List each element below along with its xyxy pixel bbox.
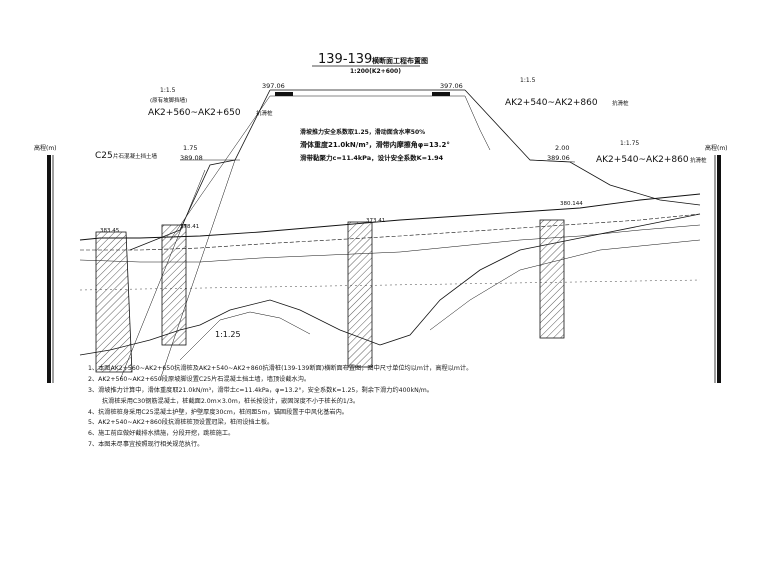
anti-slide-pile-3 — [539, 219, 565, 339]
pile4-top-elevation: 380.144 — [560, 201, 583, 207]
note-line-5: 4、抗滑桩桩身采用C25混凝土护壁，护壁厚度30cm，桩间距5m，锚固段置于中风… — [88, 408, 348, 416]
left-bench-elevation: 389.08 — [180, 154, 203, 162]
note-line-7: 6、施工前应做好截排水措施，分段开挖，跳桩施工。 — [88, 430, 235, 438]
right-bench-width: 2.00 — [555, 144, 569, 152]
note-line-1: 1、本图AK2+560~AK2+650抗滑桩及AK2+540~AK2+860抗滑… — [88, 365, 473, 372]
pile3-top-elevation: 373.41 — [366, 218, 385, 224]
left-axis-label: 高程(m) — [34, 144, 57, 152]
right-ruler-bar — [717, 155, 721, 383]
pile1-top-elevation: 383.45 — [100, 228, 120, 234]
param-line-3: 滑带黏聚力c=11.4kPa，设计安全系数K=1.94 — [300, 153, 444, 162]
crest-platform — [270, 89, 465, 97]
retaining-wall-suffix: 片石混凝土挡土墙 — [113, 152, 158, 160]
right-slope-suffix: 抗滑桩 — [612, 99, 629, 107]
right-axis-label: 高程(m) — [705, 144, 728, 152]
right-slope-range: AK2+540~AK2+860 — [505, 98, 598, 108]
anti-slide-pile-1 — [161, 224, 187, 346]
left-crest-elevation: 397.06 — [262, 82, 285, 90]
bottom-slope-ratio: 1:1.25 — [215, 330, 241, 339]
drawing-title-suffix: 横断面工程布置图 — [372, 56, 428, 65]
retaining-wall — [95, 231, 133, 373]
left-slope-ratio: 1:1.5 — [160, 87, 176, 94]
drawing-scale: 1:200(K2+600) — [350, 68, 401, 75]
right-crest-elevation: 397.06 — [440, 82, 463, 90]
left-ruler-bar — [47, 155, 51, 383]
left-slope-note: (原有坡脚挡墙) — [150, 96, 187, 104]
retaining-wall-label: C25 — [95, 151, 113, 161]
drawing-title: 139-139 — [318, 52, 372, 67]
right-slope-range-2: AK2+540~AK2+860 — [596, 155, 689, 165]
note-line-4: 抗滑桩采用C30钢筋混凝土，桩截面2.0m×3.0m，桩长按设计，嵌固深度不小于… — [102, 397, 360, 405]
parameters-block: 滑坡推力安全系数取1.25，滑动面含水率50% 滑体重度21.0kN/m³，滑带… — [300, 128, 450, 162]
title-block: 139-139 横断面工程布置图 1:200(K2+600) — [312, 52, 428, 75]
right-elevation-ruler: 高程(m) — [705, 144, 728, 383]
note-line-3: 3、滑坡推力计算中，滑体重度取21.0kN/m³，滑带土c=11.4kPa，φ=… — [88, 386, 433, 394]
note-line-8: 7、本图未尽事宜按照现行相关规范执行。 — [88, 441, 204, 449]
left-slope-suffix: 抗滑桩 — [256, 109, 273, 117]
left-slope — [119, 89, 271, 381]
right-slope — [464, 89, 701, 206]
elevation-labels: 397.06 397.06 1.75 389.08 2.00 389.06 38… — [100, 82, 583, 234]
left-bench-width: 1.75 — [183, 144, 197, 152]
left-slope-range: AK2+560~AK2+650 — [148, 108, 241, 118]
left-elevation-ruler: 高程(m) — [34, 144, 57, 383]
slope-labels: 1:1.5 (原有坡脚挡墙) AK2+560~AK2+650 抗滑桩 1:1.5… — [95, 77, 707, 339]
pile2-top-elevation: 378.41 — [180, 224, 199, 230]
right-slope-suffix-2: 抗滑桩 — [690, 156, 707, 164]
note-line-6: 5、AK2+540~AK2+860段抗滑桩桩顶设置冠梁，桩间设挡土板。 — [88, 419, 274, 427]
param-line-2: 滑体重度21.0kN/m³，滑带内摩擦角φ=13.2° — [300, 140, 450, 149]
right-bench-elevation: 389.06 — [547, 154, 570, 162]
right-slope-ratio: 1:1.5 — [520, 77, 536, 84]
right-slope-ratio-2: 1:1.75 — [620, 140, 639, 147]
param-line-1: 滑坡推力安全系数取1.25，滑动面含水率50% — [300, 128, 425, 136]
anti-slide-pile-2 — [347, 221, 373, 368]
design-notes: 1、本图AK2+560~AK2+650抗滑桩及AK2+540~AK2+860抗滑… — [88, 364, 688, 451]
note-line-2: 2、AK2+560~AK2+650段原坡脚设置C25片石混凝土挡土墙，墙顶设截水… — [88, 375, 311, 383]
